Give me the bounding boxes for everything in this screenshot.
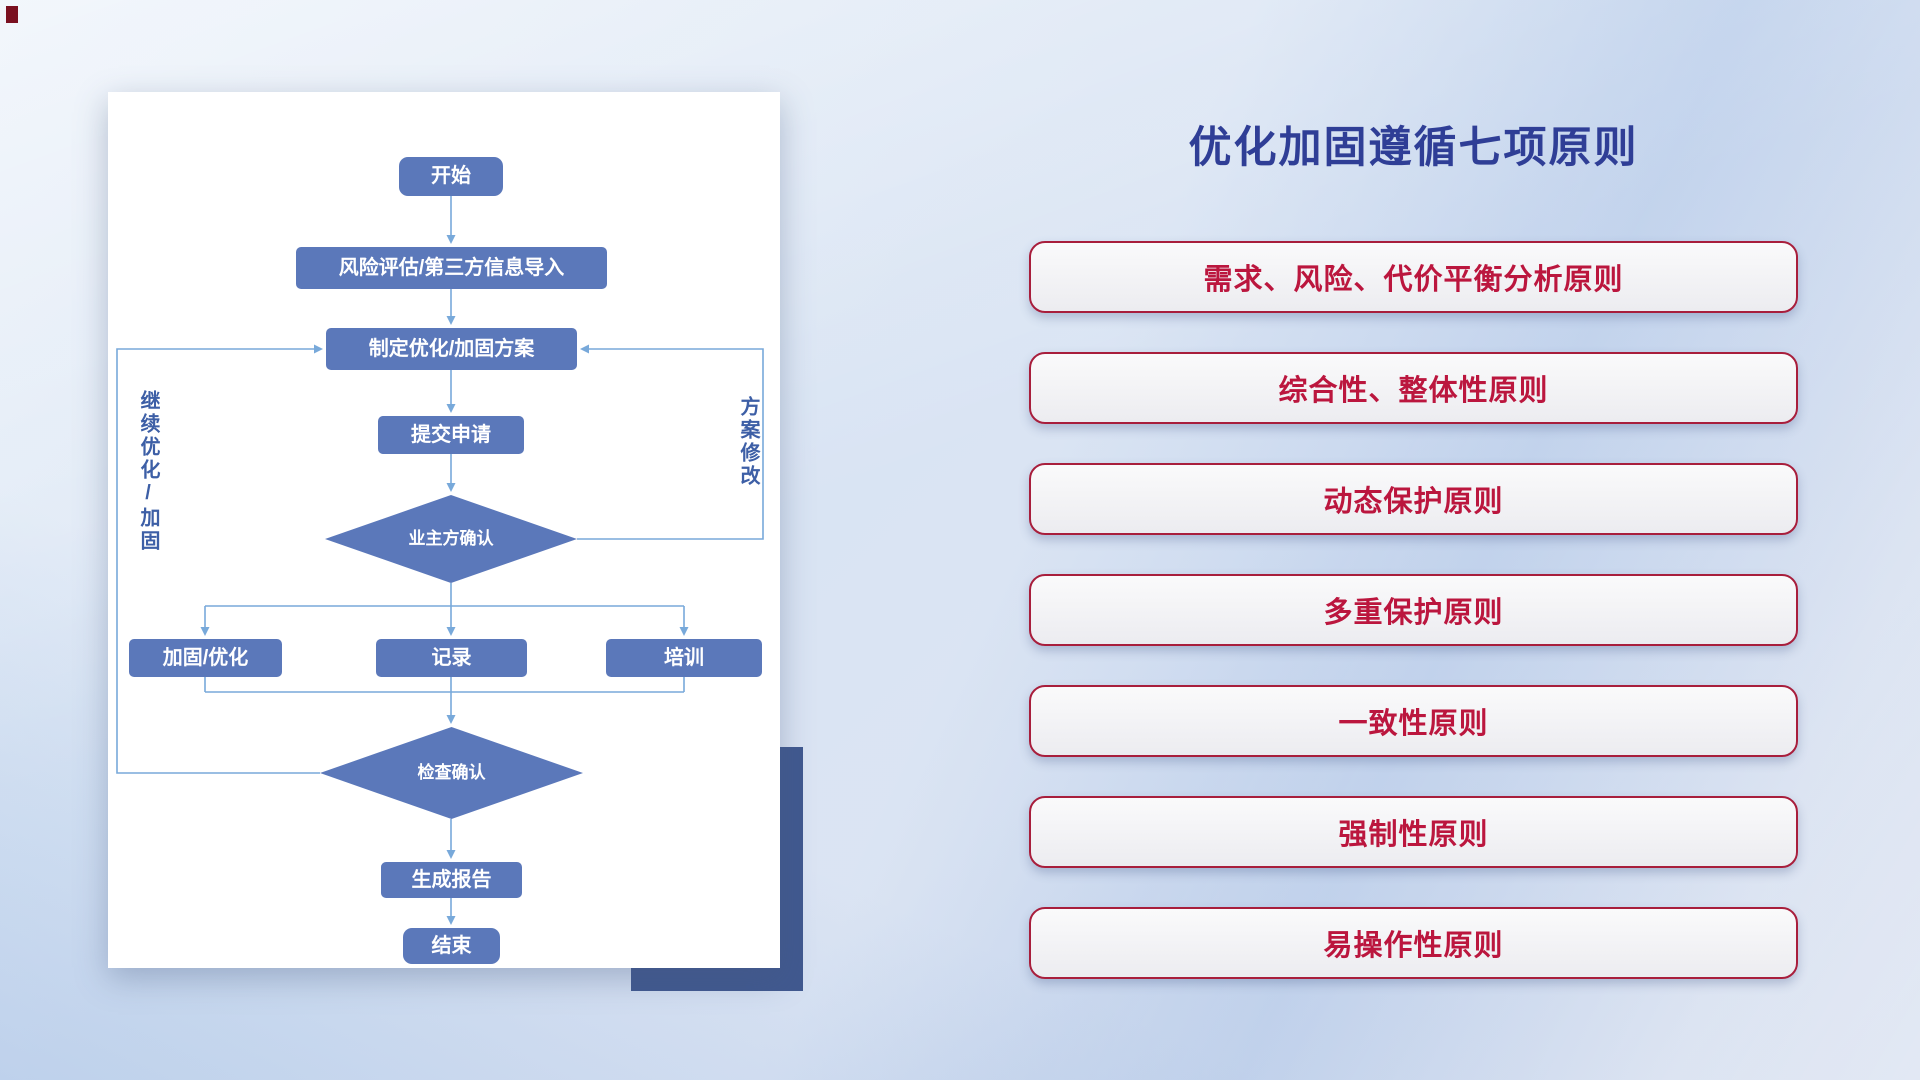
node-start-label: 开始 — [431, 165, 471, 187]
node-reinforce: 加固/优化 — [129, 639, 282, 677]
node-check-confirm: 检查确认 — [320, 727, 583, 819]
principle-box-3: 动态保护原则 — [1029, 463, 1798, 535]
principle-label-6: 强制性原则 — [1338, 819, 1489, 851]
principle-box-7: 易操作性原则 — [1029, 907, 1798, 979]
node-end-label: 结束 — [431, 934, 472, 957]
node-check-confirm-label: 检查确认 — [417, 763, 486, 783]
node-risk-import-label: 风险评估/第三方信息导入 — [338, 256, 565, 279]
node-record-label: 记录 — [431, 646, 472, 669]
corner-mark — [6, 6, 18, 23]
node-report: 生成报告 — [381, 862, 522, 898]
edge-label-continue-optimize: 继续优化/加固 — [137, 390, 159, 553]
node-train-label: 培训 — [664, 646, 704, 669]
principle-label-2: 综合性、整体性原则 — [1278, 375, 1549, 407]
edge-label-plan-modify: 方案修改 — [737, 396, 759, 488]
principle-label-1: 需求、风险、代价平衡分析原则 — [1203, 264, 1624, 296]
principle-label-7: 易操作性原则 — [1323, 930, 1504, 962]
node-owner-confirm-label: 业主方确认 — [408, 529, 494, 549]
principle-label-5: 一致性原则 — [1338, 708, 1489, 740]
page-title: 优化加固遵循七项原则 — [1188, 124, 1639, 172]
node-risk-import: 风险评估/第三方信息导入 — [296, 247, 607, 289]
principle-box-6: 强制性原则 — [1029, 796, 1798, 868]
principle-label-3: 动态保护原则 — [1323, 486, 1504, 518]
node-start: 开始 — [399, 157, 503, 196]
node-report-label: 生成报告 — [411, 868, 492, 891]
principle-box-2: 综合性、整体性原则 — [1029, 352, 1798, 424]
node-make-plan-label: 制定优化/加固方案 — [368, 337, 535, 360]
principle-label-4: 多重保护原则 — [1323, 597, 1504, 629]
node-make-plan: 制定优化/加固方案 — [326, 328, 577, 370]
flowchart-card: 开始 风险评估/第三方信息导入 制定优化/加固方案 提交申请 业主方确认 加固/… — [108, 92, 780, 968]
node-end: 结束 — [403, 928, 500, 964]
node-submit: 提交申请 — [378, 416, 524, 454]
principle-box-1: 需求、风险、代价平衡分析原则 — [1029, 241, 1798, 313]
node-submit-label: 提交申请 — [411, 423, 491, 446]
principle-box-5: 一致性原则 — [1029, 685, 1798, 757]
principles-list: 需求、风险、代价平衡分析原则 综合性、整体性原则 动态保护原则 多重保护原则 一… — [1029, 241, 1798, 979]
node-record: 记录 — [376, 639, 527, 677]
node-train: 培训 — [606, 639, 762, 677]
principle-box-4: 多重保护原则 — [1029, 574, 1798, 646]
node-owner-confirm: 业主方确认 — [325, 495, 577, 583]
node-reinforce-label: 加固/优化 — [162, 646, 249, 669]
